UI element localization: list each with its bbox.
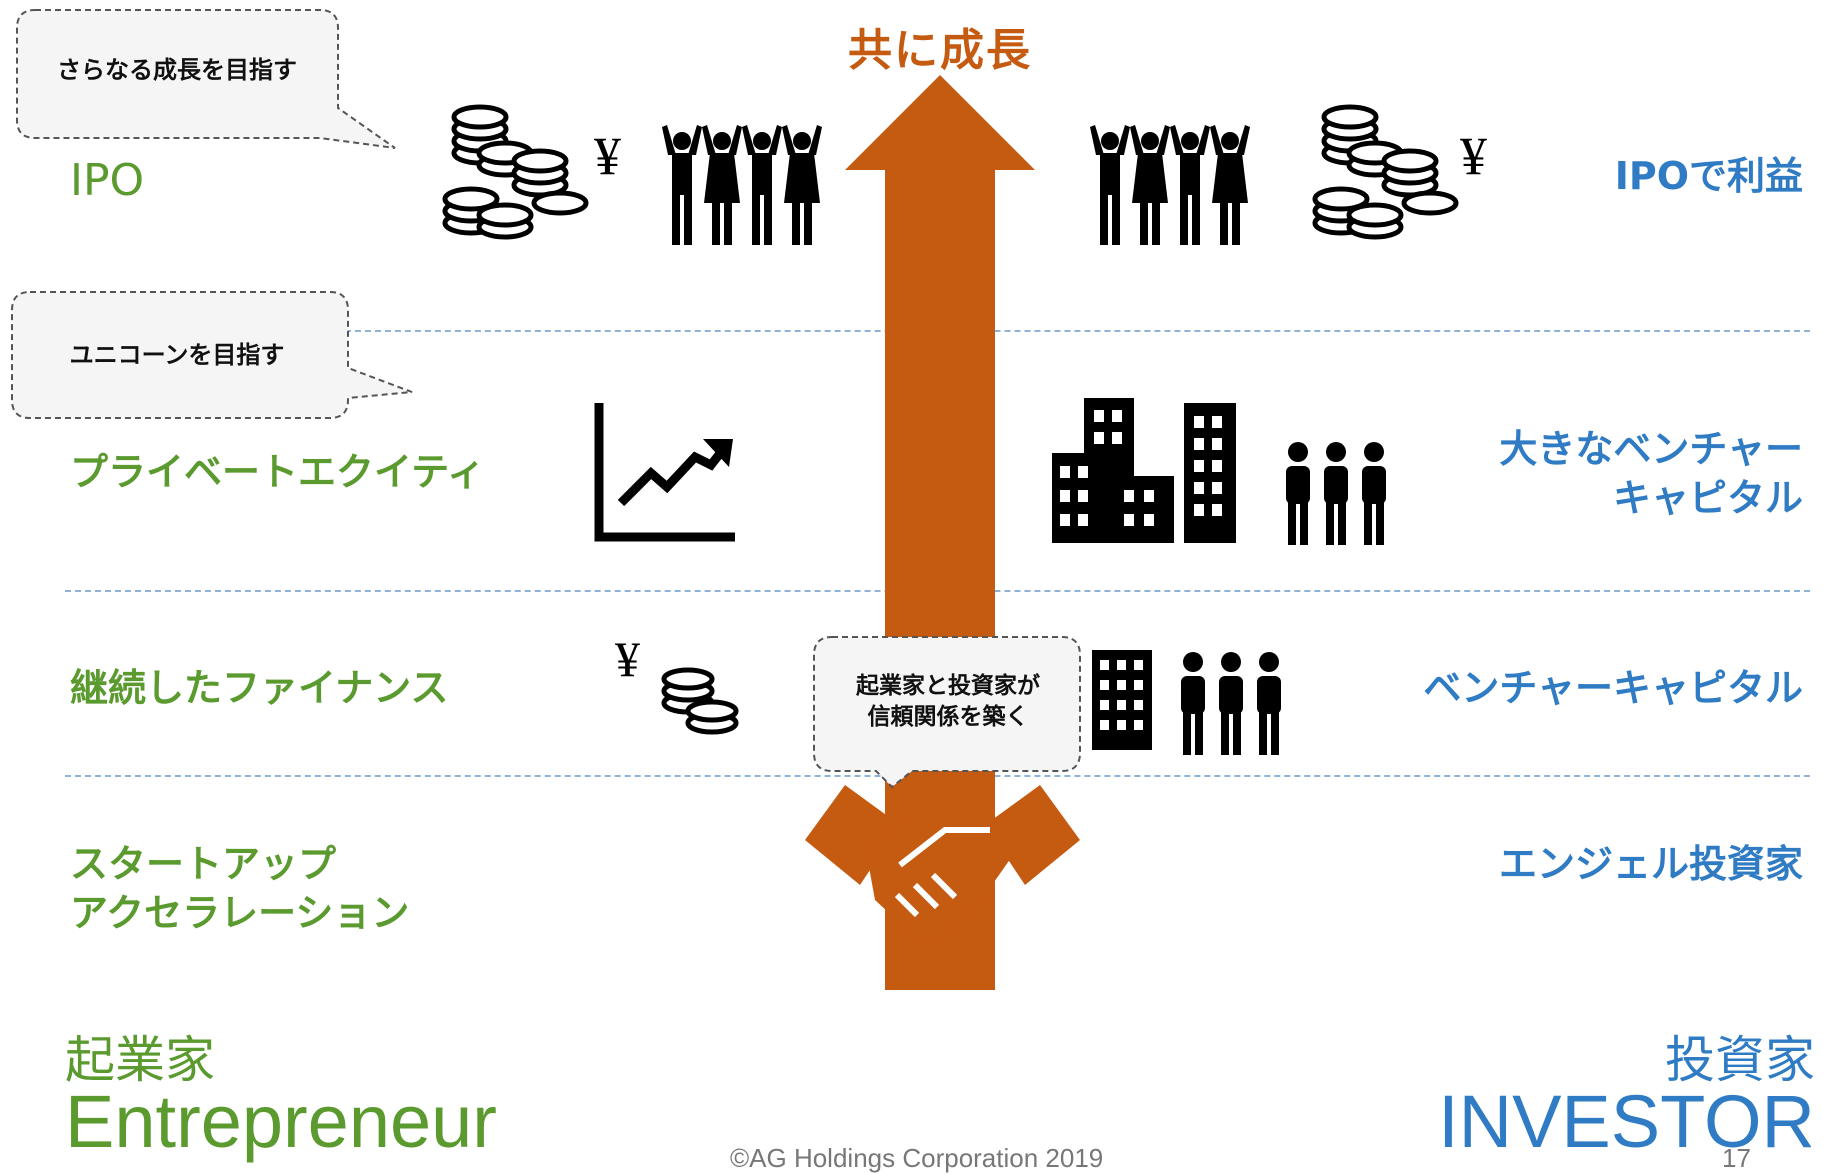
growth-chart-icon [594, 403, 735, 542]
unicorn-bubble-shape [11, 291, 413, 419]
yen-icon: ¥ [615, 631, 640, 687]
page-number: 17 [1722, 1143, 1751, 1173]
stage-startup-accel-label: スタートアップ アクセラレーション [70, 840, 409, 939]
separator-line-1 [295, 330, 1810, 332]
coins-icon [442, 104, 589, 240]
investor-large-vc-line2: キャピタル [1612, 476, 1803, 521]
investor-large-vc-label: 大きなベンチャー キャピタル [1499, 425, 1803, 524]
ipo-bubble-shape [16, 9, 396, 149]
buildings-icon [1052, 398, 1236, 543]
handshake-icon [805, 785, 1080, 944]
cheering-people-icon [662, 125, 822, 245]
coins-icon [1312, 104, 1459, 240]
stage-continued-finance-label: 継続したファイナンス [70, 666, 449, 710]
ipo-bubble-text: さらなる成長を目指す [57, 55, 297, 84]
trust-bubble-line1: 起業家と投資家が [856, 672, 1040, 699]
entrepreneur-en-label: Entrepreneur [65, 1080, 497, 1163]
entrepreneur-jp-label: 起業家 [65, 1031, 215, 1089]
investor-vc-label: ベンチャーキャピタル [1423, 666, 1803, 710]
unicorn-bubble-text: ユニコーンを目指す [69, 340, 285, 369]
trust-bubble-shape [813, 636, 1081, 789]
coins-icon [661, 667, 739, 735]
people-icon [1181, 652, 1281, 755]
trust-bubble-text: 起業家と投資家が 信頼関係を築く [814, 640, 1082, 764]
stage-private-equity-label: プライベートエクイティ [70, 450, 485, 494]
stage-ipo-label: IPO [70, 155, 145, 206]
investor-jp-label: 投資家 [1665, 1031, 1815, 1089]
building-icon [1092, 650, 1152, 750]
yen-icon: ¥ [594, 126, 621, 186]
investor-angel-label: エンジェル投資家 [1498, 842, 1803, 886]
investor-large-vc-line1: 大きなベンチャー [1499, 427, 1803, 471]
people-icon [1286, 442, 1386, 545]
stage-startup-line2: アクセラレーション [70, 891, 410, 936]
copyright-text: ©AG Holdings Corporation 2019 [730, 1143, 1104, 1173]
trust-bubble-line2: 信頼関係を築く [867, 704, 1029, 730]
cheering-people-icon [1090, 125, 1250, 245]
investor-ipo-profit-label: IPOで利益 [1614, 154, 1803, 198]
investor-en-label: INVESTOR [1438, 1080, 1815, 1163]
growth-title: 共に成長 [848, 25, 1032, 76]
yen-icon: ¥ [1460, 126, 1487, 186]
stage-startup-line1: スタートアップ [70, 842, 337, 886]
